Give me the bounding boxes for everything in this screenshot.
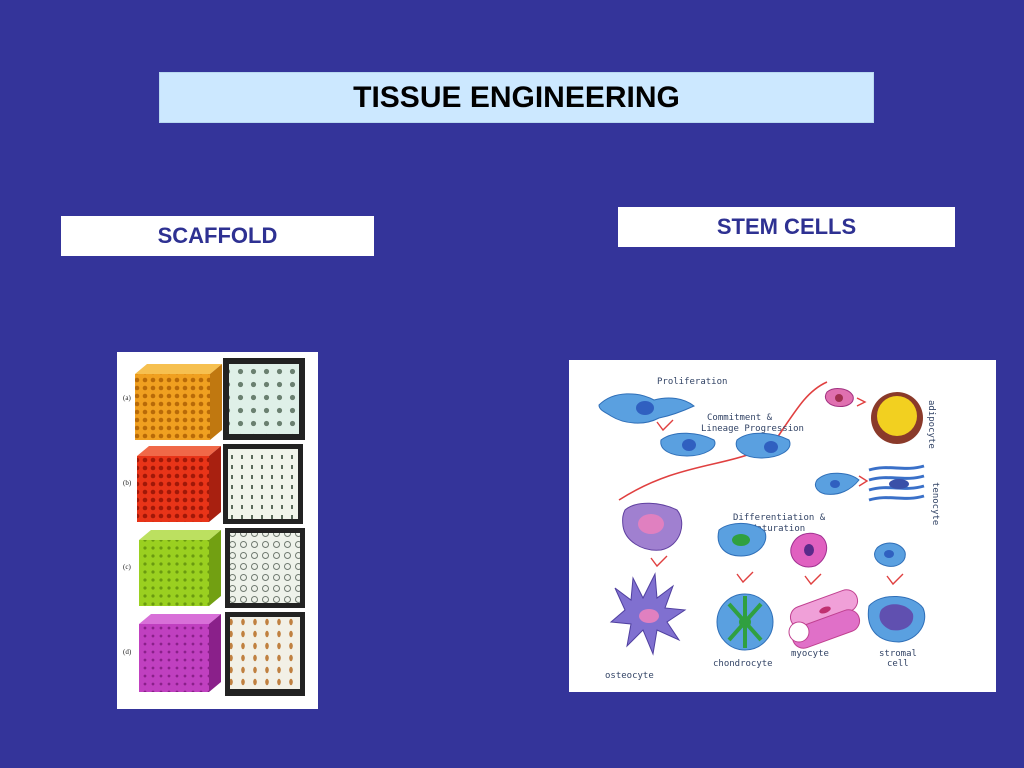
pre-stromal-cell	[874, 542, 906, 567]
label-stromal-1: stromal	[879, 649, 917, 659]
arrow-icon	[886, 573, 904, 586]
row-tag-b: (b)	[123, 479, 132, 487]
arrow-icon	[858, 475, 869, 487]
label-adipocyte: adipocyte	[926, 400, 936, 449]
pre-tenocyte-cell	[814, 472, 860, 495]
myocyte-cell	[788, 589, 861, 649]
lattice-cube-d	[139, 614, 221, 692]
scaffold-label: SCAFFOLD	[61, 216, 374, 256]
committed-cell-2	[735, 432, 791, 459]
stem-cell-figure: Proliferation Commitment & Lineage Progr…	[569, 360, 996, 692]
stromal-cell	[867, 595, 926, 643]
arrow-icon	[856, 397, 867, 407]
micrograph-d	[225, 612, 305, 696]
micrograph-b	[223, 444, 303, 524]
osteocyte-cell	[609, 572, 687, 656]
adipocyte-cell	[871, 392, 923, 444]
slide-title: TISSUE ENGINEERING	[159, 72, 874, 123]
pre-myocyte-cell	[790, 532, 828, 568]
micrograph-c	[225, 528, 305, 608]
arrow-icon	[736, 571, 754, 584]
label-myocyte: myocyte	[791, 649, 829, 659]
label-differentiation-1: Differentiation &	[733, 513, 826, 523]
lattice-cube-a	[135, 364, 222, 440]
pre-adipocyte-cell	[824, 388, 854, 407]
label-differentiation-2: Maturation	[751, 524, 805, 534]
label-proliferation: Proliferation	[657, 377, 727, 387]
label-commitment-1: Commitment &	[707, 413, 773, 423]
row-tag-a: (a)	[123, 394, 131, 402]
label-commitment-2: Lineage Progression	[701, 424, 804, 434]
stem-cells-label: STEM CELLS	[618, 207, 955, 247]
row-tag-d: (d)	[123, 648, 132, 656]
row-tag-c: (c)	[123, 563, 131, 571]
lattice-cube-c	[139, 530, 221, 606]
micrograph-a	[223, 358, 305, 440]
pre-chondrocyte-cell	[717, 523, 767, 557]
arrow-icon	[804, 573, 822, 586]
stem-cell-proliferating	[598, 393, 695, 424]
scaffold-figure-svg: (a) (b) (c)	[123, 358, 305, 696]
scaffold-figure: (a) (b) (c)	[117, 352, 318, 709]
pre-osteocyte-cell	[622, 502, 683, 551]
label-osteocyte: osteocyte	[605, 671, 654, 681]
arrow-icon	[656, 419, 674, 432]
arrow-icon	[650, 555, 668, 568]
stem-cell-figure-svg: Proliferation Commitment & Lineage Progr…	[598, 377, 940, 681]
tenocyte-cell	[868, 464, 925, 502]
committed-cell-1	[660, 432, 716, 457]
chondrocyte-cell	[716, 593, 774, 651]
lattice-cube-b	[137, 446, 221, 522]
label-tenocyte: tenocyte	[930, 482, 940, 525]
label-chondrocyte: chondrocyte	[713, 659, 773, 669]
label-stromal-2: cell	[887, 659, 909, 669]
